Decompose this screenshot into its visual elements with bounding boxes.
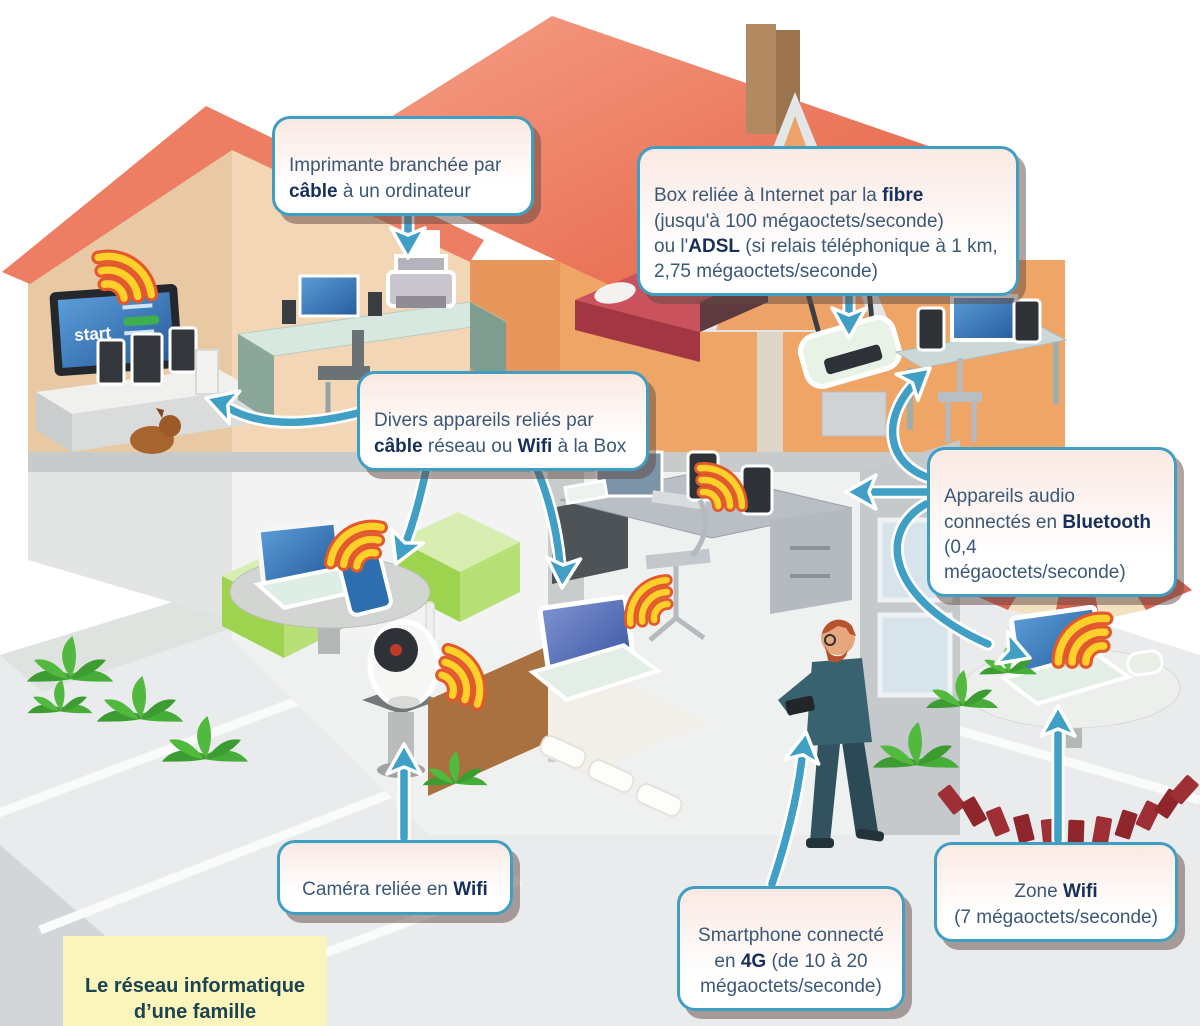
bluetooth-speaker — [916, 306, 946, 352]
arrow-camera — [385, 742, 423, 845]
smartphone — [785, 695, 815, 716]
keyboard — [651, 490, 707, 510]
media-box — [195, 349, 219, 395]
attic-room: start — [36, 230, 508, 454]
callout-printer-text: Imprimante branchée par câble à un ordin… — [289, 155, 502, 202]
callout-audio-text: Appareils audio connectés en Bluetooth (… — [944, 486, 1151, 584]
hair — [822, 619, 856, 636]
mouse — [1126, 649, 1164, 677]
upstairs-bedroom — [575, 272, 1068, 442]
window — [877, 612, 953, 698]
laptop — [528, 594, 662, 702]
desk-speaker — [282, 300, 296, 324]
drawer-handles — [790, 546, 830, 578]
arrow-wifi-zone — [1039, 704, 1077, 847]
arrow-devices-sideboard — [198, 380, 369, 429]
internet-box-router — [797, 275, 903, 389]
printer — [386, 230, 456, 308]
callout-camera: Caméra reliée en Wifi — [277, 840, 513, 915]
desktop-monitor — [298, 274, 360, 318]
callout-smartphone-4g: Smartphone connecté en 4G (de 10 à 20 mé… — [677, 886, 905, 1012]
arrow-smartphone — [765, 727, 825, 891]
callout-camera-text: Caméra reliée en Wifi — [302, 879, 488, 901]
diagram-title-text: Le réseau informatique d’une famille — [84, 975, 306, 1023]
pillows — [539, 735, 683, 817]
desk-speaker — [368, 292, 382, 316]
callout-internet-box-text: Box reliée à Internet par la fibre (jusq… — [654, 185, 998, 283]
arrow-audio-upstairs — [886, 353, 943, 485]
suit — [806, 658, 872, 746]
arrow-audio-office — [844, 473, 935, 511]
office-chair — [645, 498, 711, 642]
pillow — [594, 282, 636, 304]
callout-audio-bluetooth: Appareils audio connectés en Bluetooth (… — [927, 447, 1177, 598]
callout-printer: Imprimante branchée par câble à un ordin… — [272, 116, 534, 216]
wifi-camera — [362, 601, 441, 778]
beard — [824, 642, 850, 663]
callout-internet-box: Box reliée à Internet par la fibre (jusq… — [637, 146, 1019, 297]
callout-devices-text: Divers appareils reliés par câble réseau… — [374, 410, 627, 457]
sofa — [398, 512, 520, 622]
lower-left-wall — [28, 472, 232, 620]
callout-devices: Divers appareils reliés par câble réseau… — [357, 371, 649, 471]
downstairs-bedroom — [428, 594, 706, 817]
diagram-title: Le réseau informatique d’une famille — [63, 936, 327, 1026]
callout-wifi-zone-text: Zone Wifi (7 mégaoctets/seconde) — [954, 881, 1158, 928]
desktop-monitor — [950, 294, 1018, 342]
bed-front — [575, 300, 700, 362]
man-with-smartphone — [778, 619, 885, 848]
callout-smartphone-text: Smartphone connecté en 4G (de 10 à 20 mé… — [698, 925, 884, 997]
dog — [130, 408, 181, 454]
office-drawers — [770, 508, 852, 614]
desk-chair — [938, 358, 982, 442]
chimney — [746, 24, 776, 134]
arrow-audio-patio — [890, 497, 1038, 676]
router-stand — [821, 391, 887, 437]
bluetooth-speaker — [1012, 298, 1042, 344]
callout-wifi-zone: Zone Wifi (7 mégaoctets/seconde) — [934, 842, 1178, 942]
office-router — [563, 478, 609, 506]
attic-desk-panel — [238, 334, 274, 424]
attic-desk-panel — [470, 302, 506, 390]
hifi-speakers — [96, 326, 198, 386]
glasses — [824, 634, 836, 646]
sideboard-side — [36, 392, 72, 452]
